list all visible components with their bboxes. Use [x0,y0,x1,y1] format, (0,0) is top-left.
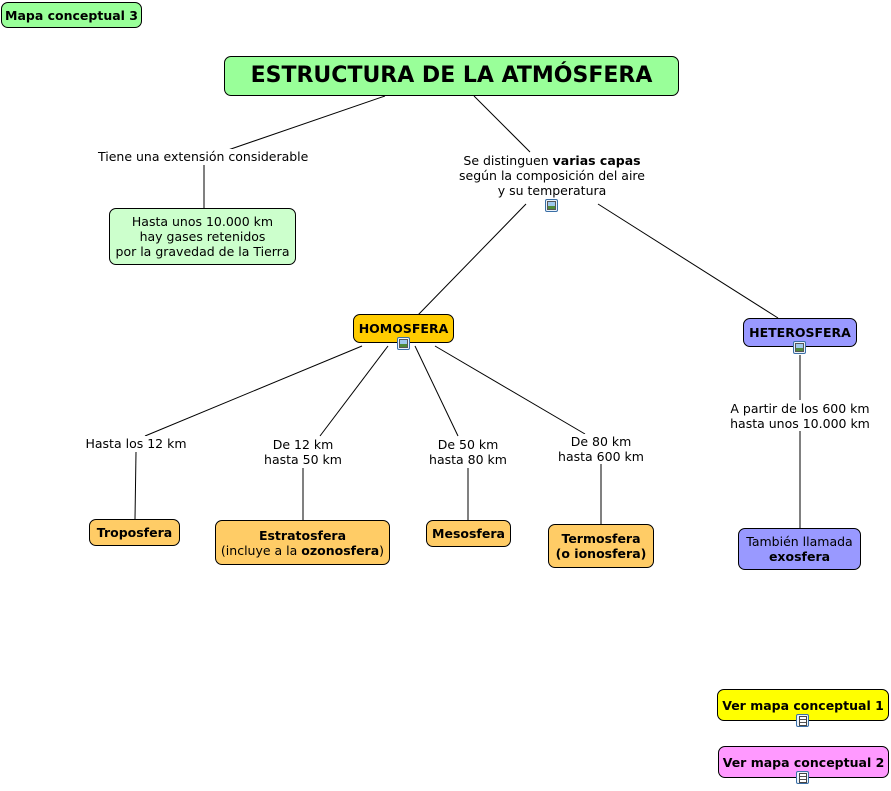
connector [414,345,459,437]
link-label-layers: Se distinguen varias capas según la comp… [452,153,652,198]
link-label-exosfera: A partir de los 600 km hasta unos 10.000… [725,401,875,431]
link-label-mesosfera: De 50 km hasta 80 km [422,437,514,467]
link-label-extension: Tiene una extensión considerable [98,149,309,164]
exosfera-node: También llamada exosfera [738,528,861,570]
image-icon[interactable] [545,199,558,212]
link-label-troposfera: Hasta los 12 km [80,436,192,451]
connector [417,203,527,316]
connector [144,345,363,437]
image-icon[interactable] [793,341,806,354]
troposfera-node: Troposfera [89,519,180,546]
title-node: ESTRUCTURA DE LA ATMÓSFERA [224,56,679,96]
estratosfera-node: Estratosfera (incluye a la ozonosfera) [215,520,390,565]
connector [473,95,531,153]
page-title: ESTRUCTURA DE LA ATMÓSFERA [250,63,653,88]
mesosfera-node: Mesosfera [426,520,511,547]
extension-node: Hasta unos 10.000 km hay gases retenidos… [109,208,296,265]
connector [434,345,586,435]
document-icon[interactable] [796,714,809,727]
link-label-estratosfera: De 12 km hasta 50 km [255,437,351,467]
document-icon[interactable] [796,771,809,784]
termosfera-node: Termosfera (o ionosfera) [548,524,654,568]
connector [319,345,389,437]
map-tag: Mapa conceptual 3 [1,2,142,28]
image-icon[interactable] [397,337,410,350]
connector [597,203,779,319]
connector [134,451,137,520]
connector [227,95,386,151]
link-label-termosfera: De 80 km hasta 600 km [552,434,650,464]
